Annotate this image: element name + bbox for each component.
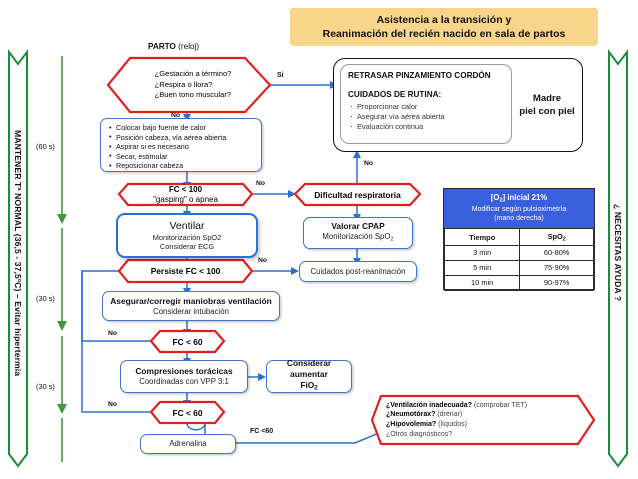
adrenalina-box[interactable]: Adrenalina (140, 434, 236, 454)
fio2-line-1: Considerar aumentar (286, 358, 332, 380)
cuidados-post-reanimacion-box[interactable]: Cuidados post-reanimación (299, 261, 417, 282)
considerar-fio2-box[interactable]: Considerar aumentar FiO2 (266, 358, 352, 393)
routine-care-item: Asegurar vía aérea abierta (350, 111, 504, 122)
madre-line-2: piel con piel (519, 106, 575, 117)
decision-birth-questions[interactable]: ¿Gestación a término? ¿Respira o llora? … (118, 58, 268, 112)
fc100-line-1: FC < 100 (168, 184, 203, 194)
ventilar-sub-2: Considerar ECG (159, 242, 215, 251)
cord-title: RETRASAR PINZAMIENTO CORDÓN (348, 71, 491, 80)
decision-persiste-fc-100[interactable]: Persiste FC < 100 (119, 260, 252, 282)
maniobras-ventilacion-box[interactable]: Asegurar/corregir maniobras ventilación … (102, 291, 280, 321)
ventilar-sub-1: Monitorización SpO2 (152, 232, 222, 242)
ventilar-box[interactable]: Ventilar Monitorización SpO2 Considerar … (116, 213, 258, 258)
parto-label-bold: PARTO (148, 42, 176, 51)
cell-tiempo: 3 min (443, 244, 521, 261)
banner-line-2: Reanimación del recién nacido en sala de… (322, 28, 566, 40)
edge-label-no-dificultad: No (364, 160, 374, 167)
cell-spo2: 75-90% (519, 259, 594, 276)
diagnostic-item: ¿Hipovolemia? (líquidos) (386, 421, 467, 428)
edge-label-no-birth: No (171, 112, 181, 119)
routine-steps-box[interactable]: Colocar bajo fuente de calor Posición ca… (100, 118, 262, 172)
fc100-line-2: "gasping" o apnea (153, 194, 218, 204)
compresiones-title: Compresiones torácicas (135, 366, 233, 376)
routine-step: Secar, estimular (109, 151, 255, 162)
dificultad-label: Dificultad respiratoria (314, 189, 401, 200)
diagnostic-item: ¿Neumotórax? (drenar) (386, 411, 463, 419)
edge-label-no-fc60-a: No (108, 330, 118, 337)
spo2-table-header: [O2] inicial 21% Modificar según pulsiox… (444, 189, 594, 229)
ventilar-title: Ventilar (169, 219, 205, 232)
birth-question-1: ¿Gestación a término? (154, 69, 232, 79)
maniobras-sub: Considerar intubación (153, 306, 229, 316)
birth-question-3: ¿Buen tono muscular? (154, 90, 231, 100)
parto-label-rest: (reloj) (175, 42, 200, 51)
column-header-tiempo: Tiempo (443, 228, 521, 246)
table-row: 5 min 75-90% (443, 259, 594, 276)
decision-fc-100-gasping[interactable]: FC < 100 "gasping" o apnea (119, 184, 252, 205)
cell-spo2: 60-80% (519, 244, 594, 261)
routine-care-list: Proporcionar calor Asegurar vía aérea ab… (348, 101, 504, 132)
edge-label-no-fc100: No (256, 180, 266, 187)
banner-line-1: Asistencia a la transición y (376, 14, 512, 26)
routine-step: Posición cabeza, vía aérea abierta (109, 132, 255, 143)
routine-steps-list: Colocar bajo fuente de calor Posición ca… (107, 123, 255, 171)
birth-question-2: ¿Respira o llora? (154, 79, 213, 89)
routine-care-item: Proporcionar calor (350, 101, 504, 112)
left-arrow-shape (8, 49, 28, 468)
compresiones-sub: Coordinadas con VPP 3:1 (139, 377, 229, 386)
table-row: 3 min 60-80% (443, 244, 594, 261)
routine-step: Aspirar si es necesario (109, 142, 255, 152)
spo2-target-table[interactable]: [O2] inicial 21% Modificar según pulsiox… (443, 188, 595, 291)
routine-care-item: Evaluación continua (350, 121, 504, 132)
edge-label-no-persiste: No (258, 257, 268, 264)
decision-dificultad-respiratoria[interactable]: Dificultad respiratoria (295, 184, 420, 205)
cpap-sub: Monitorización SpO2 (322, 232, 394, 243)
routine-step: Reposicionar cabeza (109, 161, 255, 171)
spo2-header-line-1: [O2] inicial 21% (490, 193, 548, 204)
fio2-line-2: FiO2 (300, 380, 318, 392)
cell-tiempo: 10 min (443, 274, 521, 291)
madre-line-1: Madre (532, 93, 562, 104)
left-green-arrow: MANTENER Tª NORMAL (36,5 - 37,5ºC) – Evi… (6, 38, 30, 468)
spo2-header-line-3: (mano derecha) (494, 215, 544, 223)
right-green-arrow: ¿ NECESITAS AYUDA ? (606, 38, 630, 468)
left-arrow-label: MANTENER Tª NORMAL (36,5 - 37,5ºC) – Evi… (13, 129, 23, 377)
fc60-a-label: FC < 60 (172, 336, 203, 347)
cell-spo2: 90-97% (519, 274, 594, 291)
right-arrow-label: ¿ NECESITAS AYUDA ? (613, 204, 623, 302)
routine-step: Colocar bajo fuente de calor (109, 123, 255, 133)
cord-clamping-box[interactable]: RETRASAR PINZAMIENTO CORDÓN CUIDADOS DE … (340, 64, 512, 144)
parto-label: PARTO (reloj) (148, 42, 199, 51)
cell-tiempo: 5 min (443, 259, 521, 276)
routine-care-title: CUIDADOS DE RUTINA: (348, 90, 442, 99)
diagnostic-item: ¿Ventilación inadecuada? (comprobar TET) (386, 401, 528, 409)
edge-label-no-fc60-b: No (108, 401, 118, 408)
decision-fc-60-a[interactable]: FC < 60 (151, 331, 224, 352)
persiste-label: Persiste FC < 100 (150, 266, 221, 276)
valorar-cpap-box[interactable]: Valorar CPAP Monitorización SpO2 (303, 217, 413, 249)
madre-piel-con-piel: Madre piel con piel (516, 92, 578, 118)
diagnostic-item: ¿Otros diagnósticos? (386, 430, 453, 438)
timeline-label-30s-1: (30 s) (36, 294, 55, 303)
diagnostics-list[interactable]: ¿Ventilación inadecuada? (comprobar TET)… (386, 400, 576, 440)
cpap-title: Valorar CPAP (331, 221, 385, 232)
page-title-banner: Asistencia a la transición y Reanimación… (290, 8, 598, 46)
compresiones-toracicas-box[interactable]: Compresiones torácicas Coordinadas con V… (120, 360, 248, 393)
timeline-label-60s: (60 s) (36, 142, 55, 151)
timeline-label-30s-2: (30 s) (36, 382, 55, 391)
decision-fc-60-b[interactable]: FC < 60 (151, 402, 224, 423)
column-header-spo2: SpO2 (519, 228, 594, 246)
edge-label-fc60-adrenalina: FC <60 (250, 428, 274, 435)
table-row: 10 min 90-97% (443, 274, 594, 291)
table-header-row: Tiempo SpO2 (443, 228, 594, 246)
maniobras-title: Asegurar/corregir maniobras ventilación (110, 295, 272, 306)
fc60-b-label: FC < 60 (172, 407, 203, 418)
post-label: Cuidados post-reanimación (310, 266, 406, 276)
spo2-header-line-2: Modificar según pulsioximetría (471, 206, 567, 214)
edge-label-si: Si (277, 72, 284, 79)
right-arrow-shape (608, 49, 628, 468)
spo2-values-table: Tiempo SpO2 3 min 60-80% 5 min 75-90% 10… (443, 228, 594, 291)
adrenalina-label: Adrenalina (169, 439, 207, 448)
